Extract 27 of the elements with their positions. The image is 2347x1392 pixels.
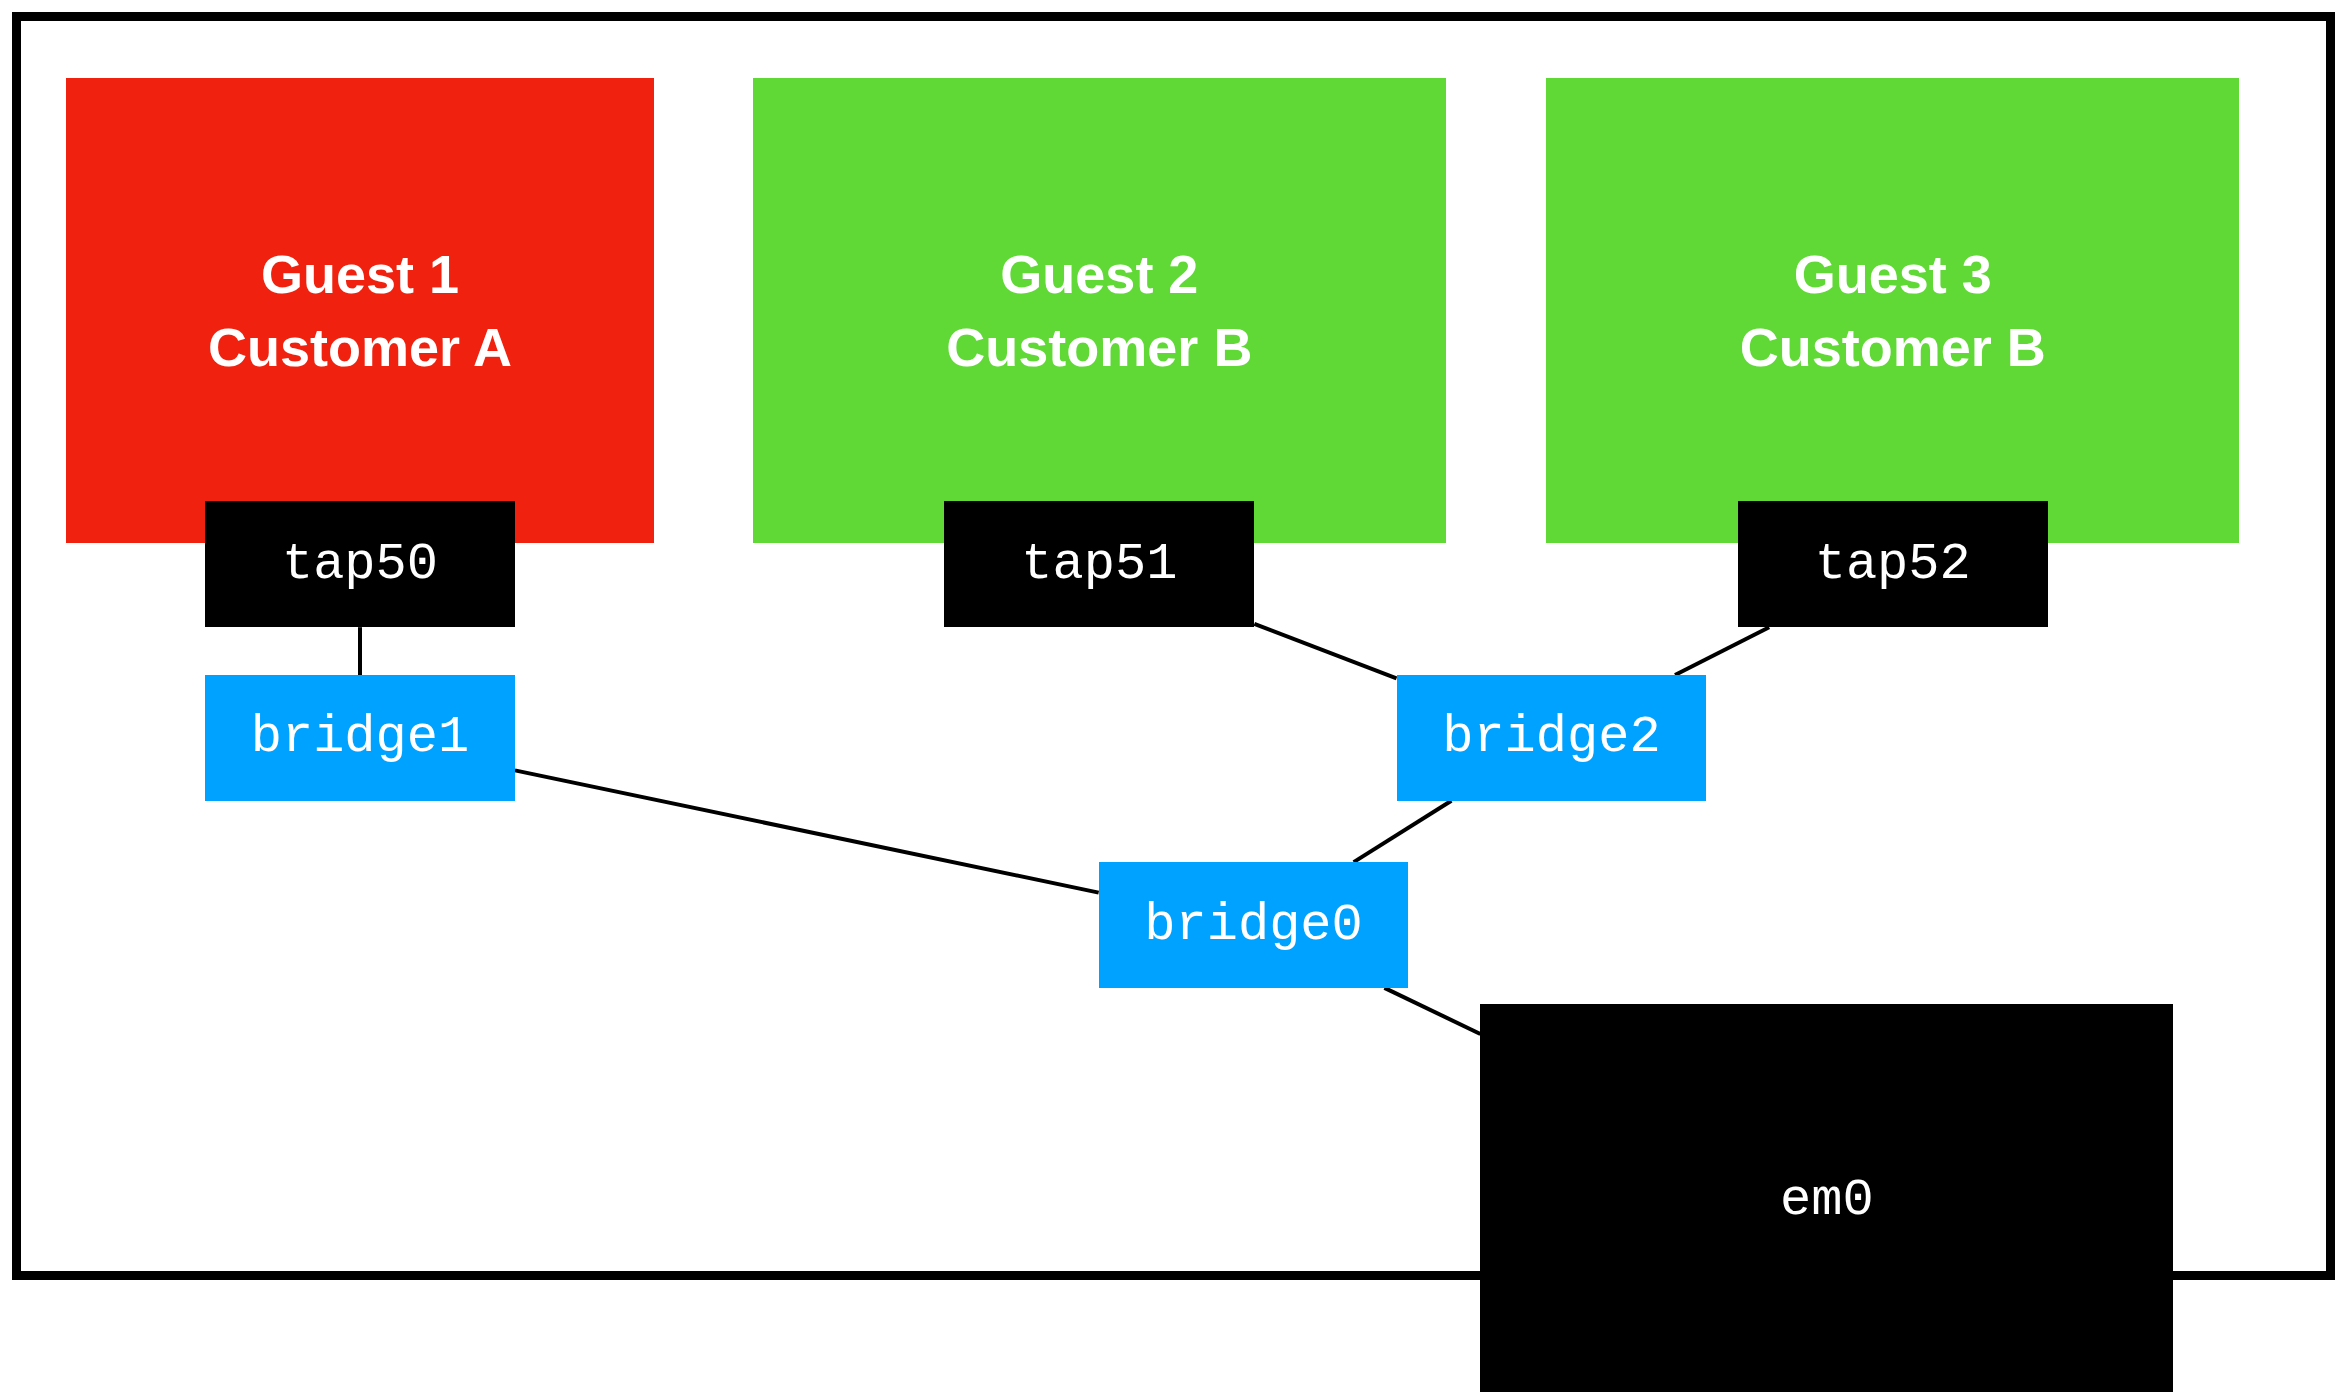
connector-line	[514, 768, 1100, 895]
guest-box	[65, 77, 655, 544]
connector-line	[1253, 621, 1398, 681]
interface-name: tap51	[1021, 534, 1178, 594]
interface-name: bridge2	[1442, 708, 1661, 768]
connector-line	[1352, 799, 1453, 864]
connector-line	[358, 627, 362, 676]
bridge-box	[205, 675, 515, 801]
guest-box	[752, 77, 1446, 544]
guest-box	[1546, 77, 2240, 544]
guest-label: Guest 3 Customer B	[1738, 242, 2047, 379]
guest-label: Guest 2 Customer B	[945, 242, 1254, 379]
interface-name: bridge1	[250, 708, 470, 768]
connector-line	[1383, 986, 1482, 1036]
tap-interface-box	[944, 501, 1255, 628]
tap-interface-box	[1737, 501, 2048, 628]
bridge-box	[1396, 675, 1707, 801]
interface-name: bridge0	[1144, 895, 1363, 955]
connector-line	[1674, 625, 1771, 677]
interface-name: tap50	[281, 534, 438, 594]
host-frame	[11, 11, 2335, 1280]
network-interface-box	[1480, 1004, 2174, 1392]
interface-name: tap52	[1814, 534, 1971, 594]
guest-label: Guest 1 Customer A	[206, 242, 513, 379]
tap-interface-box	[205, 501, 515, 628]
bridge-box	[1098, 862, 1409, 988]
interface-name: em0	[1780, 1170, 1874, 1230]
